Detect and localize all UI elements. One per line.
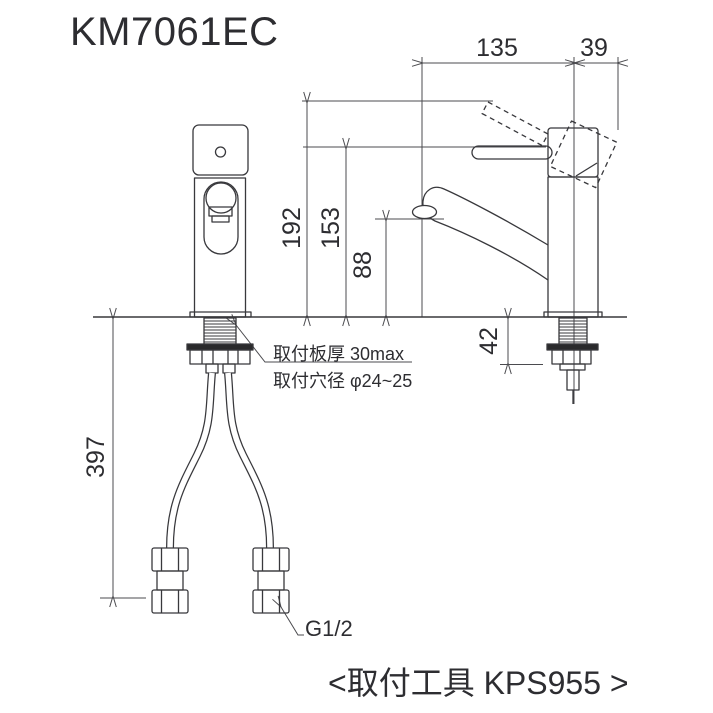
front-view [151,124,290,614]
mounting-tool-caption: <取付工具 KPS955 > [328,665,629,701]
base-plate-front [189,311,252,318]
supply-hoses [166,372,274,549]
dim-spout-reach: 135 [476,34,518,62]
dim-lever-height: 153 [317,207,345,249]
dim-handle-overhang: 39 [580,34,608,62]
mounting-nut-side [551,349,592,365]
handle-dot [214,146,227,158]
mounting-flange-front [186,343,254,351]
spout-escutcheon [203,181,239,255]
mounting-flange-side [546,343,599,351]
side-view [411,101,618,404]
base-plate-side [543,311,603,318]
mounting-hole-label: 取付穴径 φ24~25 [273,371,413,391]
mounting-thickness-label: 取付板厚 30max [273,344,405,364]
hose-connector-left [151,547,189,614]
handle-swing-dashed [481,101,618,189]
hose-connector-right [252,547,290,614]
cartridge-block [547,127,599,178]
spout-side [422,186,549,281]
lever-side [471,145,553,160]
mounting-nut-front [189,349,251,365]
shank-side [558,317,588,345]
dimension-lines [100,57,618,636]
handle-cap [192,124,249,176]
dim-hose-length: 397 [82,436,110,478]
model-number: KM7061EC [70,10,279,54]
faucet-body-side [547,176,599,318]
thread-size-label: G1/2 [305,616,353,641]
shank-front [203,317,237,345]
aerator-outlet [411,204,438,220]
dim-under-counter-depth: 42 [475,327,503,355]
dim-total-height: 192 [278,207,306,249]
dim-spout-outlet-height: 88 [349,251,377,279]
spout-front [205,182,237,214]
